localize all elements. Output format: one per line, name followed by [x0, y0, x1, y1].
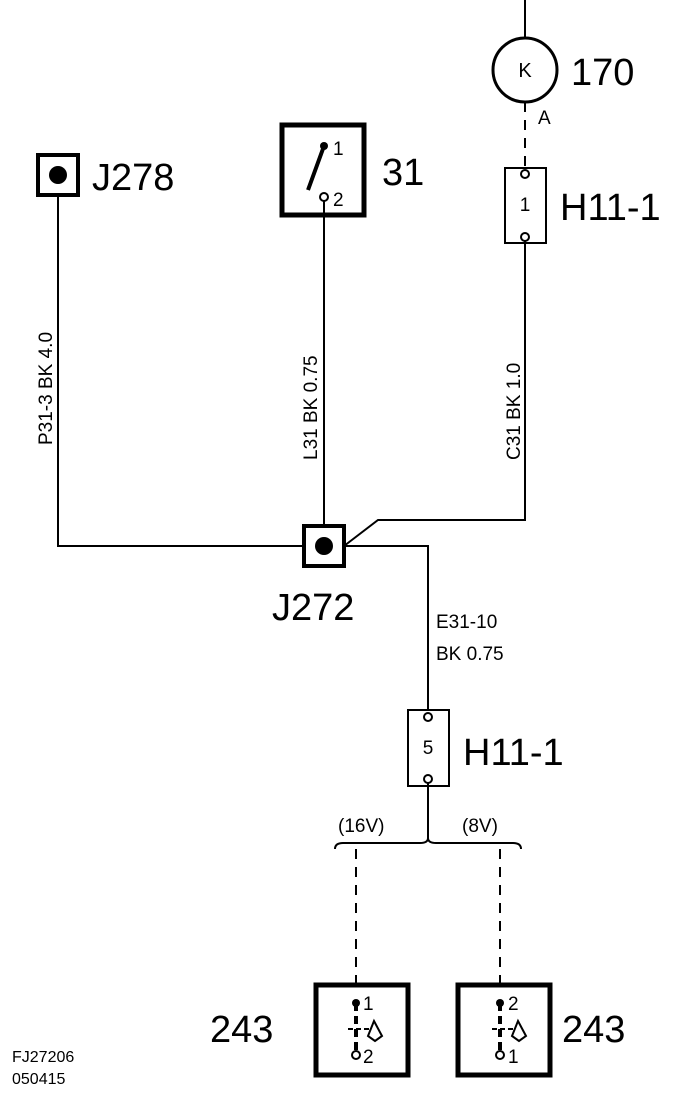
h11-bottom-label: H11-1 [463, 732, 564, 774]
h11-top-pin: 1 [520, 195, 531, 216]
wire-e31 [344, 545, 429, 712]
sw243-left-label: 243 [210, 1009, 273, 1051]
motor170-symbol: K [518, 60, 532, 82]
sw243-right-pin-bottom: 1 [508, 1047, 519, 1068]
sw243-left-pin-top: 1 [363, 994, 374, 1015]
wire-e31-label-2: BK 0.75 [436, 644, 504, 665]
connector-h11-pin1 [504, 167, 547, 244]
sw243-right-pin-top: 2 [508, 994, 519, 1015]
wire-c31 [343, 241, 526, 547]
wire-p31-label: P31-3 BK 4.0 [36, 332, 57, 445]
switch31-pin-1: 1 [333, 139, 344, 160]
wire-c31-label: C31 BK 1.0 [504, 363, 525, 460]
wire-e31-label-1: E31-10 [436, 612, 497, 633]
sw243-right-label: 243 [562, 1009, 625, 1051]
connector-h11-pin5 [407, 709, 450, 787]
footer-code: FJ27206 [12, 1049, 74, 1066]
switch-243-right [455, 982, 553, 1078]
j278-label: J278 [92, 157, 174, 199]
wire-p31 [57, 195, 304, 547]
motor170-pin-a: A [538, 108, 551, 129]
switch31-pin-2: 2 [333, 190, 344, 211]
branch-left-label: (16V) [338, 816, 384, 837]
motor170-label: 170 [571, 52, 634, 94]
h11-bottom-pin: 5 [423, 738, 434, 759]
splice-j278 [36, 153, 80, 197]
switch-243-left [313, 982, 411, 1078]
branch-brace [334, 837, 522, 850]
sw243-left-pin-bottom: 2 [363, 1047, 374, 1068]
wire-l31-label: L31 BK 0.75 [301, 355, 322, 460]
h11-top-label: H11-1 [560, 187, 661, 229]
branch-right-label: (8V) [462, 816, 498, 837]
splice-j272 [302, 524, 346, 568]
footer-date: 050415 [12, 1071, 65, 1088]
j272-label: J272 [272, 587, 354, 629]
switch31-label: 31 [382, 152, 424, 194]
